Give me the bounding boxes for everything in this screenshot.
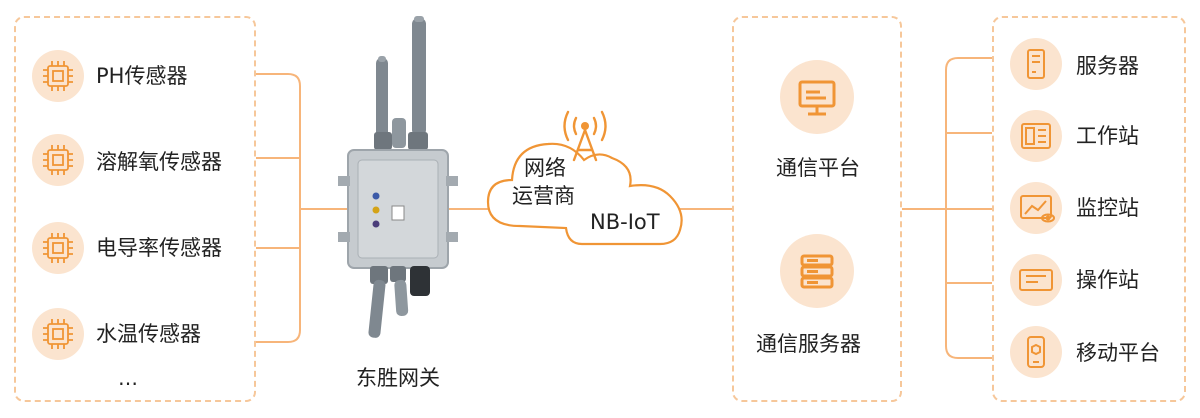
carrier-label-line1: 网络 [524, 156, 566, 180]
terminal-label: 工作站 [1076, 124, 1139, 148]
terminal-group-box [992, 16, 1186, 402]
platform-group-box [732, 16, 902, 402]
platform-label: 通信平台 [776, 156, 860, 180]
protocol-label: NB-IoT [590, 210, 660, 234]
carrier-cloud [486, 142, 683, 246]
sensor-group-box [14, 16, 256, 402]
monitor-icon [780, 60, 854, 134]
console-icon [1010, 254, 1062, 306]
sensor-label: 水温传感器 [96, 322, 201, 346]
sensor-chip-icon [32, 50, 84, 102]
signal-tower-icon [563, 110, 607, 162]
sensor-label: 电导率传感器 [96, 236, 222, 260]
more-ellipsis: … [118, 366, 138, 390]
gateway-label: 东胜网关 [356, 366, 440, 390]
monitor-chart-icon [1010, 182, 1062, 234]
sensor-chip-icon [32, 308, 84, 360]
sensor-label: 溶解氧传感器 [96, 150, 222, 174]
server-icon [1010, 38, 1062, 90]
sensor-chip-icon [32, 134, 84, 186]
sensor-label: PH传感器 [96, 64, 188, 88]
terminal-label: 移动平台 [1076, 341, 1160, 365]
sensor-chip-icon [32, 222, 84, 274]
platform-label: 通信服务器 [756, 332, 861, 356]
terminal-label: 服务器 [1076, 54, 1139, 78]
mobile-phone-icon [1010, 326, 1062, 378]
terminal-label: 操作站 [1076, 268, 1139, 292]
terminal-label: 监控站 [1076, 196, 1139, 220]
gateway-device-icon [338, 16, 458, 338]
server-rack-icon [780, 234, 854, 308]
carrier-label-line2: 运营商 [512, 184, 575, 208]
workstation-icon [1010, 110, 1062, 162]
